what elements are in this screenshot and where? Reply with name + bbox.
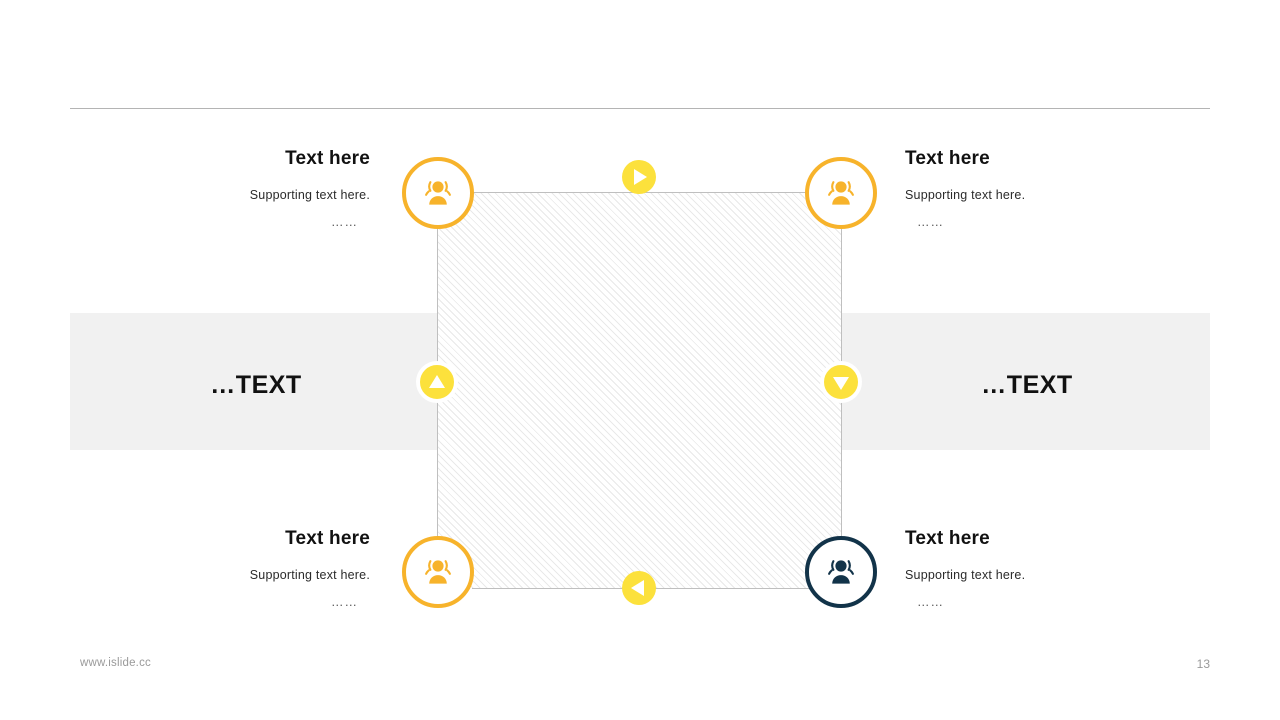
footer-url[interactable]: www.islide.cc: [80, 657, 151, 669]
arrow-right-button[interactable]: [622, 160, 656, 194]
people-icon: [824, 178, 858, 208]
people-icon: [824, 557, 858, 587]
node-title: Text here: [905, 528, 990, 549]
arrow-up-button[interactable]: [416, 361, 458, 403]
node-dots: ……: [331, 595, 358, 609]
node-text-bottom-right: Text here Supporting text here. ……: [905, 528, 1215, 611]
node-dots: ……: [917, 215, 944, 229]
node-icon-bottom-left[interactable]: [402, 536, 474, 608]
node-text-top-left: Text here Supporting text here. ……: [60, 148, 370, 231]
node-icon-top-right[interactable]: [805, 157, 877, 229]
arrow-right-icon: [634, 169, 647, 185]
people-icon: [421, 178, 455, 208]
arrow-up-icon: [429, 374, 445, 388]
node-subtitle: Supporting text here.: [905, 568, 1026, 582]
header-divider: [70, 108, 1210, 109]
arrow-left-icon: [631, 580, 644, 596]
page-number-label: 13: [1196, 657, 1210, 671]
band-label-left: …TEXT: [210, 371, 302, 399]
node-dots: ……: [331, 215, 358, 229]
band-label-right: …TEXT: [981, 371, 1073, 399]
node-title: Text here: [285, 148, 370, 169]
node-subtitle: Supporting text here.: [249, 568, 370, 582]
node-title: Text here: [285, 528, 370, 549]
node-icon-top-left[interactable]: [402, 157, 474, 229]
node-subtitle: Supporting text here.: [249, 188, 370, 202]
arrow-down-icon: [833, 376, 849, 390]
arrow-down-button[interactable]: [820, 361, 862, 403]
hatched-center-panel: [437, 192, 841, 588]
node-text-bottom-left: Text here Supporting text here. ……: [60, 528, 370, 611]
arrow-left-button[interactable]: [622, 571, 656, 605]
node-subtitle: Supporting text here.: [905, 188, 1026, 202]
people-icon: [421, 557, 455, 587]
node-text-top-right: Text here Supporting text here. ……: [905, 148, 1215, 231]
node-icon-bottom-right[interactable]: [805, 536, 877, 608]
node-title: Text here: [905, 148, 990, 169]
node-dots: ……: [917, 595, 944, 609]
